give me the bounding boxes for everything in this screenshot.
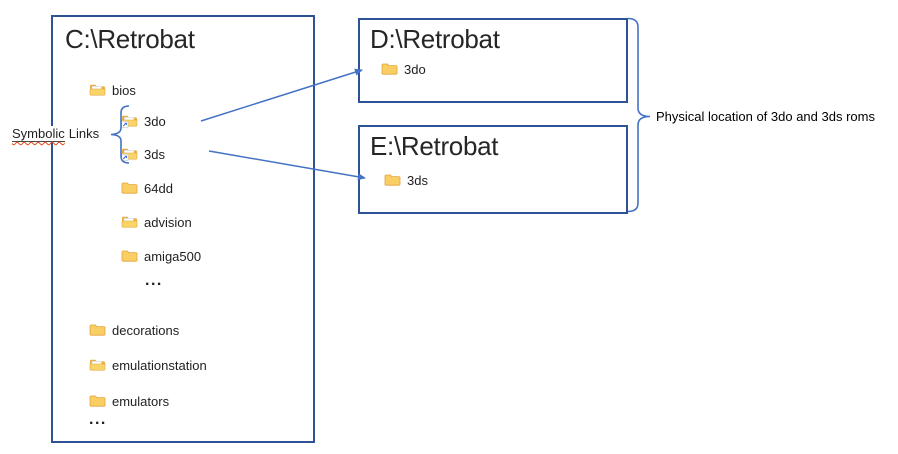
folder-content-icon (89, 358, 106, 372)
tree-item-advision: advision (121, 213, 192, 231)
physical-location-label: Physical location of 3do and 3ds roms (656, 109, 875, 124)
tree-item-label: bios (112, 82, 136, 98)
folder-icon (121, 181, 138, 195)
c-drive-title: C:\Retrobat (65, 24, 195, 54)
tree-ellipsis: ... (145, 272, 163, 289)
tree-item-label: 3do (144, 113, 166, 129)
symlink-folder-icon (121, 147, 138, 161)
folder-content-icon (89, 83, 106, 97)
tree-item-3ds-physical: 3ds (384, 171, 428, 189)
d-drive-box: D:\Retrobat 3do (358, 18, 628, 103)
symbolic-word: Symbolic (12, 126, 65, 142)
tree-item-amiga500: amiga500 (121, 247, 201, 265)
tree-item-label: emulators (112, 393, 170, 409)
tree-ellipsis: ... (89, 411, 107, 428)
folder-icon (121, 249, 138, 263)
tree-item-label: decorations (112, 322, 180, 338)
tree-item-label: amiga500 (144, 248, 202, 264)
e-drive-box: E:\Retrobat 3ds (358, 125, 628, 214)
tree-item-label: 3do (404, 61, 426, 77)
tree-item-3do: 3do (121, 112, 166, 130)
tree-item-label: advision (144, 214, 192, 230)
tree-item-3ds: 3ds (121, 145, 165, 163)
tree-item-label: emulationstation (112, 357, 207, 373)
tree-item-bios: bios (89, 81, 136, 99)
folder-icon (381, 62, 398, 76)
tree-item-emulators: emulators (89, 392, 169, 410)
links-word: Links (68, 126, 100, 141)
tree-item-label: 3ds (407, 172, 428, 188)
symlink-folder-icon (121, 114, 138, 128)
folder-icon (384, 173, 401, 187)
tree-item-64dd: 64dd (121, 179, 173, 197)
tree-item-emulationstation: emulationstation (89, 356, 207, 374)
folder-icon (89, 323, 106, 337)
e-drive-title: E:\Retrobat (370, 131, 499, 161)
c-drive-box: C:\Retrobat bios 3do 3ds 64dd advision a… (51, 15, 315, 443)
d-drive-title: D:\Retrobat (370, 24, 500, 54)
folder-content-icon (121, 215, 138, 229)
physical-location-brace (627, 17, 651, 213)
folder-icon (89, 394, 106, 408)
tree-item-label: 3ds (144, 146, 165, 162)
tree-item-label: 64dd (144, 180, 173, 196)
tree-item-decorations: decorations (89, 321, 179, 339)
tree-item-3do-physical: 3do (381, 60, 426, 78)
